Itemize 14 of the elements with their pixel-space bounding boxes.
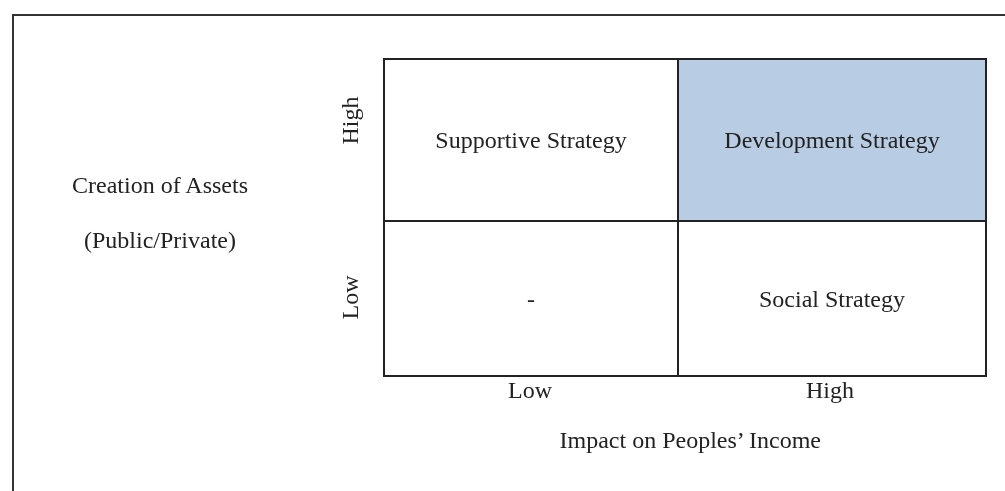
cell-text: - — [526, 284, 536, 314]
cell-text: Social Strategy — [758, 284, 906, 314]
axis-tick-label: High — [806, 376, 854, 404]
axis-tick-label: High — [336, 96, 364, 144]
axis-tick-label: Low — [508, 376, 552, 404]
matrix-cell — [383, 220, 679, 377]
cell-text: Supportive Strategy — [434, 126, 628, 155]
matrix-cell — [677, 220, 987, 377]
axis-title: Impact on Peoples’ Income — [559, 426, 821, 454]
matrix-cell — [383, 58, 679, 222]
cell-text: Development Strategy — [723, 126, 941, 155]
axis-tick-label: Low — [336, 275, 364, 319]
matrix-cell — [677, 58, 987, 222]
axis-title: Creation of Assets (Public/Private) — [71, 171, 249, 256]
